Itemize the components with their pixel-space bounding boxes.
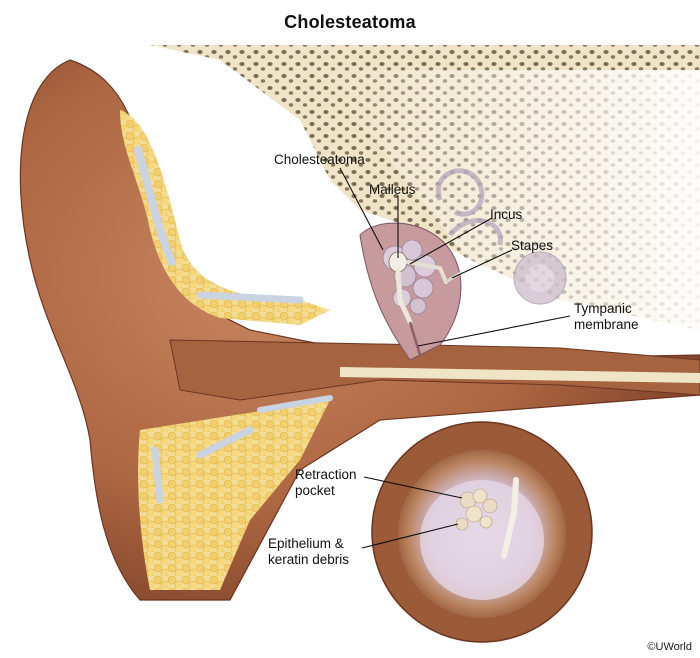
- label-epithelium-keratin-debris: Epithelium & keratin debris: [268, 536, 350, 567]
- label-tympanic-membrane: Tympanic membrane: [574, 301, 639, 332]
- retraction-pocket-debris: [455, 488, 498, 531]
- label-cholesteatoma: Cholesteatoma: [274, 152, 365, 167]
- label-retraction-pocket: Retraction pocket: [295, 467, 357, 498]
- otoscopic-inset: [371, 421, 593, 643]
- auricular-cartilage-upper: [134, 146, 176, 266]
- label-stapes: Stapes: [511, 238, 554, 253]
- malleus-handle: [395, 267, 413, 325]
- incus: [406, 260, 448, 284]
- diagram-title: Cholesteatoma: [284, 12, 416, 32]
- leader-lines: [339, 167, 571, 549]
- inset-malleus: [501, 477, 519, 559]
- inner-ear: [435, 168, 567, 305]
- auricular-fat-lower: [138, 400, 330, 590]
- label-incus: Incus: [490, 207, 523, 222]
- auricular-fat-upper: [120, 110, 330, 325]
- copyright-credit: ©UWorld: [647, 641, 692, 653]
- label-malleus: Malleus: [369, 182, 416, 197]
- tympanic-membrane-shape: [408, 321, 422, 356]
